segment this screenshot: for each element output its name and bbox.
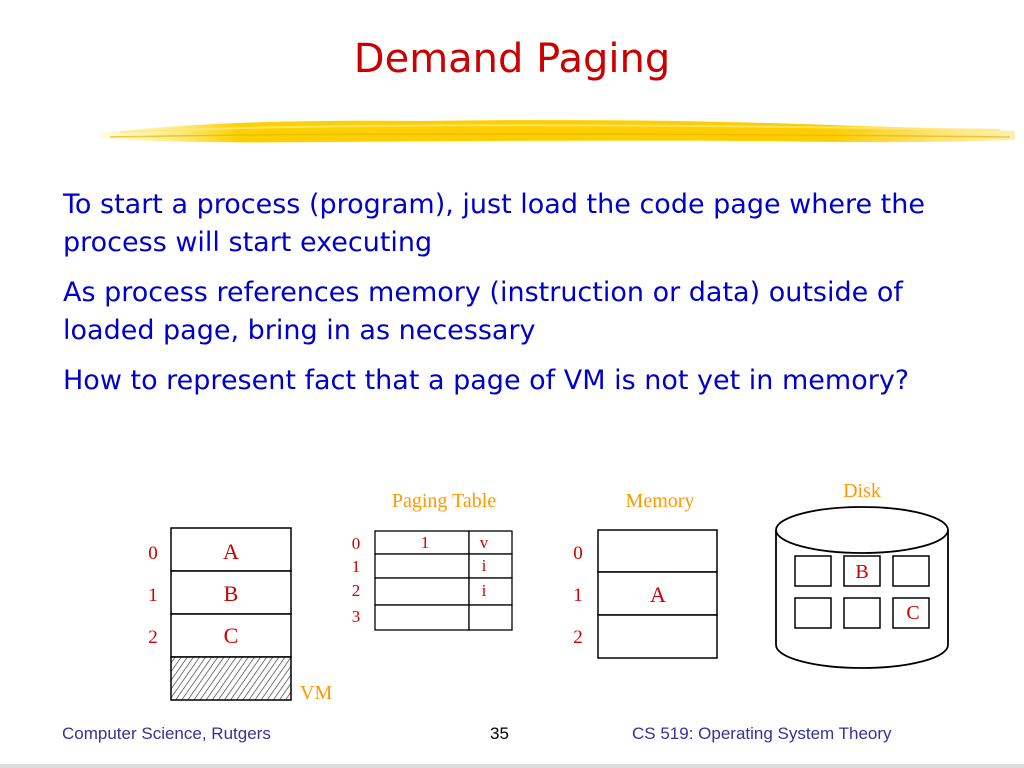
vm-page-2 — [170, 613, 292, 658]
disk-block — [794, 555, 832, 587]
bottom-rule — [0, 764, 1024, 768]
page-number: 35 — [490, 724, 509, 743]
vm-index-0: 0 — [148, 543, 158, 564]
pt-flag-cell-1 — [468, 553, 513, 579]
disk-block — [843, 555, 881, 587]
bullet-item: To start a process (program), just load … — [63, 189, 925, 258]
pt-index-1: 1 — [352, 557, 361, 576]
pt-frame-cell-3 — [374, 604, 470, 631]
slide-title: Demand Paging — [353, 36, 671, 82]
pt-index-0: 0 — [352, 534, 361, 553]
disk-block — [892, 597, 930, 629]
vm-unused-region — [170, 656, 292, 701]
vm-index-1: 1 — [148, 585, 158, 606]
disk-label: Disk — [843, 480, 881, 502]
footer-right: CS 519: Operating System Theory — [632, 724, 892, 743]
disk-block — [843, 597, 881, 629]
pt-flag-0: v — [480, 533, 489, 552]
pt-index-2: 2 — [352, 581, 361, 600]
disk-block — [794, 597, 832, 629]
memory-frame-1 — [597, 571, 718, 616]
memory-column: Memory A 0 1 2 — [573, 490, 718, 659]
memory-index-2: 2 — [573, 627, 583, 648]
title-underline-brush — [100, 120, 1015, 143]
bullet-list: To start a process (program), just load … — [63, 186, 963, 412]
memory-frame-2 — [597, 614, 718, 659]
disk-top — [775, 506, 949, 554]
bullet-item: As process references memory (instructio… — [63, 277, 903, 346]
paging-table: Paging Table 0 1 2 3 1 v i i — [352, 490, 513, 631]
memory-index-1: 1 — [573, 585, 583, 606]
vm-page-2-content: C — [224, 623, 239, 648]
vm-page-0-content: A — [223, 539, 239, 564]
pt-flag-cell-2 — [468, 577, 513, 606]
pt-flag-cell-0 — [468, 530, 513, 555]
memory-index-0: 0 — [573, 543, 583, 564]
bullet-item: How to represent fact that a page of VM … — [63, 365, 910, 396]
vm-page-0 — [170, 527, 292, 572]
pt-flag-cell-3 — [468, 604, 513, 631]
vm-label: VM — [300, 682, 332, 704]
disk-block-b-content: B — [855, 561, 868, 583]
paging-table-label: Paging Table — [392, 490, 496, 512]
footer-left: Computer Science, Rutgers — [62, 724, 271, 743]
disk-block — [892, 555, 930, 587]
pt-flag-1: i — [482, 556, 487, 575]
vm-index-2: 2 — [148, 627, 158, 648]
pt-frame-cell-2 — [374, 577, 470, 606]
pt-flag-2: i — [482, 581, 487, 600]
pt-frame-0: 1 — [421, 533, 430, 552]
memory-frame-1-content: A — [650, 582, 666, 607]
memory-label: Memory — [626, 490, 695, 512]
vm-column: A B C 0 1 2 VM — [148, 527, 332, 704]
disk-block-c-content: C — [906, 602, 919, 624]
vm-page-1-content: B — [224, 581, 239, 606]
memory-frame-0 — [597, 529, 718, 573]
disk-cylinder: Disk B C — [775, 480, 949, 669]
pt-index-3: 3 — [352, 607, 361, 626]
pt-frame-cell-1 — [374, 553, 470, 579]
